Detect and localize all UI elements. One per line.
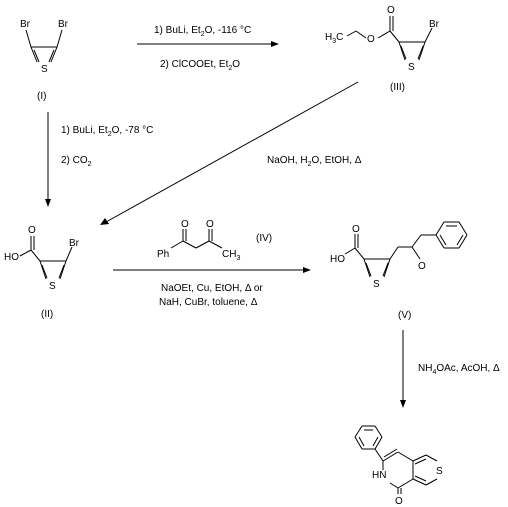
sulfur-atom-label: S	[408, 62, 415, 73]
compound-vi: HN O S	[354, 425, 443, 507]
condition-r4-line2: NaH, CuBr, toluene, Δ	[159, 297, 258, 308]
arrow-iii-to-ii	[100, 81, 359, 225]
sulfur-atom-label: S	[41, 64, 48, 75]
condition-r1-step1: 1) BuLi, Et2O, -116 °C	[154, 25, 251, 38]
sulfur-atom-label: S	[436, 466, 443, 477]
compound-iii: O O Br S H3C (III)	[325, 5, 440, 93]
compound-v: O HO O S (V)	[330, 221, 468, 321]
compound-iv: Ph O O CH3 (IV)	[157, 219, 272, 262]
phenyl-group-label: Ph	[157, 249, 169, 260]
methyl-group-label: H3C	[325, 32, 343, 45]
arrow-v-to-vi	[400, 330, 406, 408]
compound-iii-bonds	[346, 16, 433, 61]
condition-r1-step2: 2) ClCOOEt, Et2O	[160, 59, 240, 72]
ester-oxygen-label: O	[367, 34, 375, 45]
carbonyl-oxygen-label: O	[418, 261, 426, 272]
sulfur-atom-label: S	[49, 281, 56, 292]
nitrogen-atom-label: HN	[372, 470, 386, 481]
compound-i-bonds	[25, 29, 63, 63]
bromine-atom-label: Br	[69, 238, 80, 249]
hydroxyl-label: HO	[4, 252, 19, 263]
compound-ii-bonds	[19, 236, 73, 280]
carbonyl-oxygen-label: O	[387, 5, 395, 16]
compound-ii: O HO Br S (II)	[4, 225, 80, 320]
sulfur-atom-label: S	[373, 279, 380, 290]
carbonyl-oxygen-label: O	[28, 225, 36, 236]
arrow-ii-to-v	[113, 267, 311, 273]
compound-label: (I)	[37, 91, 46, 102]
compound-label: (III)	[390, 82, 405, 93]
compound-vi-bonds	[354, 425, 438, 494]
carbonyl-oxygen-label: O	[181, 219, 189, 230]
arrow-i-to-ii	[45, 112, 51, 207]
condition-r5: NH4OAc, AcOH, Δ	[418, 363, 500, 376]
compound-v-bonds	[344, 221, 468, 278]
bromine-atom-label: Br	[20, 19, 31, 30]
hydroxyl-label: HO	[330, 254, 345, 265]
bromine-atom-label: Br	[58, 19, 69, 30]
compound-label: (II)	[41, 309, 53, 320]
condition-r4-line1: NaOEt, Cu, EtOH, Δ or	[161, 283, 263, 294]
compound-i: Br Br S (I)	[20, 19, 69, 102]
carbonyl-oxygen-label: O	[395, 496, 403, 507]
compound-iv-bonds	[170, 229, 223, 249]
condition-r2-step2: 2) CO2	[61, 155, 92, 168]
arrow-i-to-iii	[137, 41, 279, 47]
compound-label: (IV)	[256, 233, 272, 244]
condition-r3: NaOH, H2O, EtOH, Δ	[267, 155, 362, 168]
bromine-atom-label: Br	[429, 19, 440, 30]
methyl-group-label: CH3	[222, 249, 240, 262]
compound-label: (V)	[398, 310, 411, 321]
carbonyl-oxygen-label: O	[206, 219, 214, 230]
condition-r2-step1: 1) BuLi, Et2O, -78 °C	[61, 125, 153, 138]
carbonyl-oxygen-label: O	[352, 224, 360, 235]
